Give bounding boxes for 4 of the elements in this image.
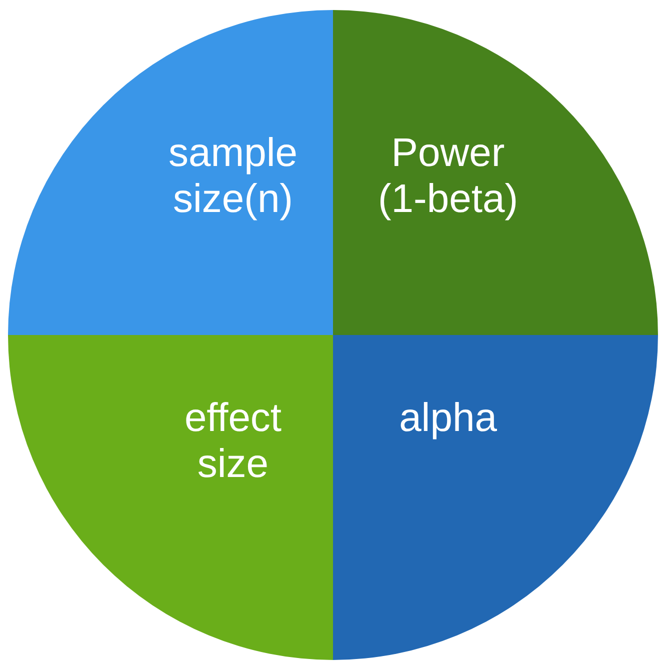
- quadrant-label: alpha: [398, 395, 498, 441]
- quadrant-label: Power (1-beta): [376, 130, 520, 222]
- quadrant-label: sample size(n): [168, 130, 298, 222]
- quadrant-label: effect size: [183, 395, 283, 487]
